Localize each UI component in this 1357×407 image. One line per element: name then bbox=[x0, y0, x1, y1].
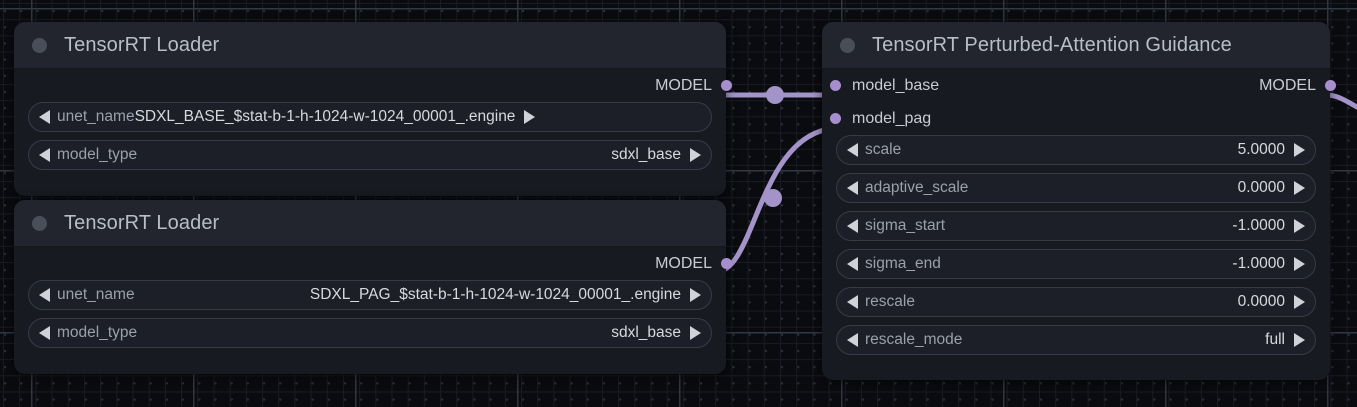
node-tensorrt-perturbed-attention-guidance[interactable]: TensorRT Perturbed-Attention Guidance mo… bbox=[822, 22, 1336, 380]
node-header[interactable]: TensorRT Loader bbox=[14, 22, 726, 69]
decrement-arrow-icon[interactable] bbox=[39, 110, 50, 124]
widget-value: full bbox=[1265, 331, 1285, 348]
widget-value: -1.0000 bbox=[1232, 217, 1285, 234]
decrement-arrow-icon[interactable] bbox=[39, 326, 50, 340]
node-title: TensorRT Loader bbox=[64, 211, 220, 234]
node-header[interactable]: TensorRT Perturbed-Attention Guidance bbox=[822, 22, 1330, 69]
output-slot-model[interactable]: MODEL bbox=[28, 69, 732, 102]
input-slot-dot[interactable] bbox=[830, 80, 841, 91]
increment-arrow-icon[interactable] bbox=[1294, 181, 1305, 195]
widget-unet-name[interactable]: unet_name SDXL_BASE_$stat-b-1-h-1024-w-1… bbox=[28, 102, 712, 132]
widget-unet-name[interactable]: unet_name SDXL_PAG_$stat-b-1-h-1024-w-10… bbox=[28, 280, 712, 310]
widget-sigma-end[interactable]: sigma_end -1.0000 bbox=[836, 249, 1316, 279]
link-pag-to-modelpag[interactable] bbox=[713, 125, 839, 275]
widget-value: SDXL_BASE_$stat-b-1-h-1024-w-1024_00001_… bbox=[134, 108, 516, 125]
widget-label: model_type bbox=[57, 324, 138, 341]
widget-label: sigma_end bbox=[865, 255, 941, 272]
increment-arrow-icon[interactable] bbox=[1294, 219, 1305, 233]
output-slot-dot[interactable] bbox=[1325, 80, 1336, 91]
collapse-toggle-icon[interactable] bbox=[32, 215, 47, 231]
link-midpoint-dot[interactable] bbox=[764, 189, 782, 207]
decrement-arrow-icon[interactable] bbox=[39, 288, 50, 302]
widget-value: 5.0000 bbox=[1237, 141, 1285, 158]
node-tensorrt-loader-base[interactable]: TensorRT Loader MODEL unet_name SDXL_BAS… bbox=[14, 22, 732, 196]
increment-arrow-icon[interactable] bbox=[1294, 295, 1305, 309]
widget-label: rescale bbox=[865, 293, 915, 310]
link-midpoint-dot[interactable] bbox=[766, 86, 784, 104]
node-body: MODEL unet_name SDXL_PAG_$stat-b-1-h-102… bbox=[14, 247, 732, 348]
decrement-arrow-icon[interactable] bbox=[847, 219, 858, 233]
widget-scale[interactable]: scale 5.0000 bbox=[836, 135, 1316, 165]
widget-label: scale bbox=[865, 141, 902, 158]
widget-sigma-start[interactable]: sigma_start -1.0000 bbox=[836, 211, 1316, 241]
widget-label: rescale_mode bbox=[865, 331, 963, 348]
increment-arrow-icon[interactable] bbox=[1294, 257, 1305, 271]
increment-arrow-icon[interactable] bbox=[690, 288, 701, 302]
decrement-arrow-icon[interactable] bbox=[847, 295, 858, 309]
node-tensorrt-loader-pag[interactable]: TensorRT Loader MODEL unet_name SDXL_PAG… bbox=[14, 200, 732, 374]
widget-rescale[interactable]: rescale 0.0000 bbox=[836, 287, 1316, 317]
widget-value: -1.0000 bbox=[1232, 255, 1285, 272]
node-body: model_base MODEL model_pag scale 5.0000 … bbox=[822, 69, 1336, 355]
decrement-arrow-icon[interactable] bbox=[847, 333, 858, 347]
output-slot-model[interactable]: MODEL bbox=[28, 247, 732, 280]
input-slot-dot[interactable] bbox=[830, 113, 841, 124]
input-slot-label: model_base bbox=[852, 76, 940, 94]
output-slot-dot[interactable] bbox=[721, 258, 732, 269]
widget-value: SDXL_PAG_$stat-b-1-h-1024-w-1024_00001_.… bbox=[309, 286, 681, 303]
increment-arrow-icon[interactable] bbox=[1294, 143, 1305, 157]
widget-value: 0.0000 bbox=[1237, 293, 1285, 310]
decrement-arrow-icon[interactable] bbox=[847, 257, 858, 271]
widget-value: 0.0000 bbox=[1237, 179, 1285, 196]
widget-label: model_type bbox=[57, 146, 138, 163]
decrement-arrow-icon[interactable] bbox=[39, 148, 50, 162]
node-title: TensorRT Loader bbox=[64, 33, 220, 56]
node-body: MODEL unet_name SDXL_BASE_$stat-b-1-h-10… bbox=[14, 69, 732, 170]
output-slot-label: MODEL bbox=[1259, 76, 1316, 94]
increment-arrow-icon[interactable] bbox=[1294, 333, 1305, 347]
input-slot-model-pag[interactable]: model_pag bbox=[830, 102, 1316, 135]
widget-value: sdxl_base bbox=[611, 324, 681, 341]
increment-arrow-icon[interactable] bbox=[690, 148, 701, 162]
widget-rescale-mode[interactable]: rescale_mode full bbox=[836, 325, 1316, 355]
node-header[interactable]: TensorRT Loader bbox=[14, 200, 726, 247]
node-title: TensorRT Perturbed-Attention Guidance bbox=[872, 33, 1232, 56]
output-slot-label: MODEL bbox=[655, 254, 712, 272]
widget-model-type[interactable]: model_type sdxl_base bbox=[28, 140, 712, 170]
widget-label: unet_name bbox=[57, 108, 135, 125]
widget-adaptive-scale[interactable]: adaptive_scale 0.0000 bbox=[836, 173, 1316, 203]
widget-value: sdxl_base bbox=[611, 146, 681, 163]
increment-arrow-icon[interactable] bbox=[524, 110, 536, 124]
widget-model-type[interactable]: model_type sdxl_base bbox=[28, 318, 712, 348]
collapse-toggle-icon[interactable] bbox=[32, 37, 47, 53]
decrement-arrow-icon[interactable] bbox=[847, 143, 858, 157]
output-slot-label: MODEL bbox=[655, 76, 712, 94]
input-slot-model-base[interactable]: model_base MODEL bbox=[830, 69, 1336, 102]
widget-label: adaptive_scale bbox=[865, 179, 969, 196]
output-slot-dot[interactable] bbox=[721, 80, 732, 91]
collapse-toggle-icon[interactable] bbox=[840, 37, 855, 53]
decrement-arrow-icon[interactable] bbox=[847, 181, 858, 195]
input-slot-label: model_pag bbox=[852, 109, 932, 127]
widget-label: sigma_start bbox=[865, 217, 946, 234]
increment-arrow-icon[interactable] bbox=[690, 326, 701, 340]
widget-label: unet_name bbox=[57, 286, 135, 303]
